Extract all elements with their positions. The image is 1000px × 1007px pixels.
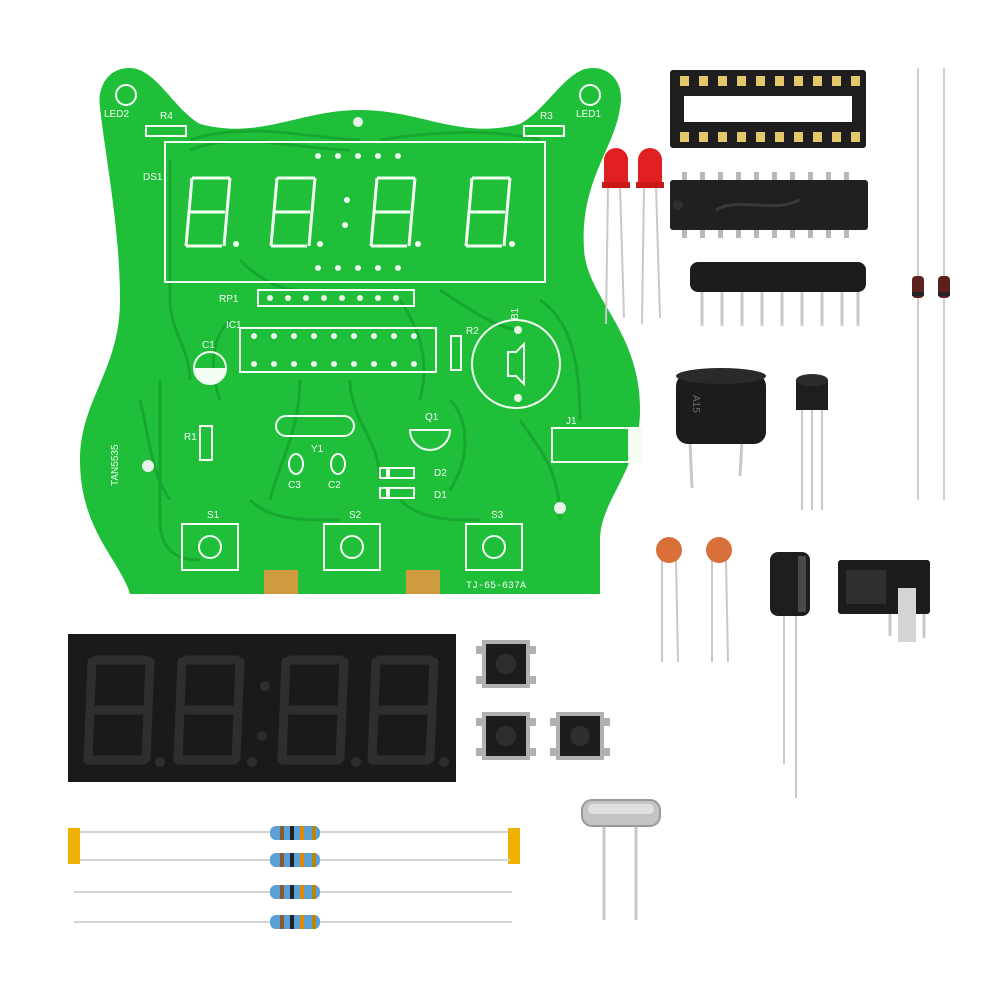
tactile-switch-3 [550,712,610,760]
dip-ic-chip [670,172,868,238]
ref-s1: S1 [207,510,220,521]
ref-c3: C3 [288,480,301,491]
red-led-2 [636,148,664,325]
crystal-oscillator [581,799,661,920]
ref-d1: D1 [434,490,447,501]
dc-power-jack [838,560,930,642]
ref-r1: R1 [184,432,197,443]
ref-c2: C2 [328,480,341,491]
ceramic-capacitor-2 [706,537,732,663]
silk-switch-s2 [323,523,381,571]
resistor-2 [80,853,510,867]
ref-s2: S2 [349,510,362,521]
diode-1 [912,68,924,500]
pcb-board: DS1 RP1 IC1 [80,67,643,594]
ref-ds1: DS1 [143,172,163,183]
ref-led1: LED1 [576,109,601,120]
ref-led2: LED2 [104,109,129,120]
seven-segment-display [68,634,456,782]
tactile-switch-2 [476,712,536,760]
diode-2 [938,68,950,500]
ref-q1: Q1 [425,412,439,423]
ref-r4: R4 [160,111,173,122]
ref-j1: J1 [566,416,577,427]
silk-switch-s3 [465,523,523,571]
ref-ic1: IC1 [226,320,242,331]
ceramic-capacitor-1 [656,537,682,663]
ref-y1: Y1 [311,444,324,455]
ref-d2: D2 [434,468,447,479]
buzzer-label: A15 [690,395,701,413]
buzzer: A15 [676,368,766,489]
resistor-3 [74,885,512,899]
ref-rp1: RP1 [219,294,239,305]
ic-socket [670,70,866,148]
board-code: TJ-65-637A [466,581,526,592]
resistor-4 [74,915,512,929]
board-name: TAN5535 [110,444,121,486]
transistor [796,374,828,510]
resistor-network [690,262,866,326]
ref-r3: R3 [540,111,553,122]
tactile-switch-1 [476,640,536,688]
red-led-1 [602,148,630,325]
ref-b1: B1 [510,307,521,320]
resistor-1 [68,826,520,864]
electrolytic-capacitor [770,552,810,798]
silk-switch-s1 [181,523,239,571]
silk-digits [184,176,512,248]
ref-s3: S3 [491,510,504,521]
ref-c1: C1 [202,340,215,351]
ref-r2: R2 [466,326,479,337]
